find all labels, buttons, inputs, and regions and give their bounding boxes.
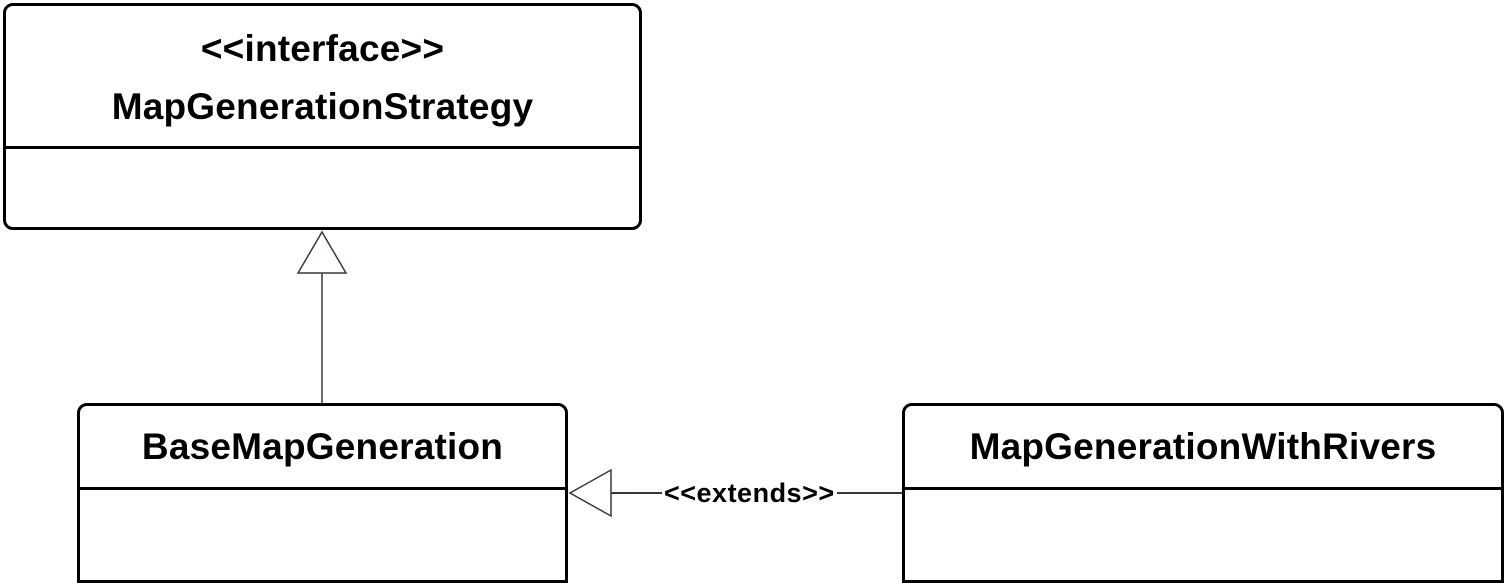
class-header: BaseMapGeneration xyxy=(80,406,565,490)
realization-arrowhead-icon xyxy=(296,230,348,274)
class-header: MapGenerationWithRivers xyxy=(905,406,1501,490)
extends-arrowhead-icon xyxy=(568,468,612,518)
class-name: BaseMapGeneration xyxy=(141,425,504,467)
class-members-compartment xyxy=(905,490,1501,580)
class-name: MapGenerationStrategy xyxy=(111,86,534,127)
class-members-compartment xyxy=(6,149,639,227)
class-name: MapGenerationWithRivers xyxy=(969,425,1437,467)
class-members-compartment xyxy=(80,490,565,580)
extends-label: <<extends>> xyxy=(662,473,837,513)
class-stereotype: <<interface>> xyxy=(200,28,445,69)
class-box-mapgenerationwithrivers[interactable]: MapGenerationWithRivers xyxy=(902,403,1504,583)
class-header: <<interface>> MapGenerationStrategy xyxy=(6,6,639,149)
class-box-basemapgeneration[interactable]: BaseMapGeneration xyxy=(77,403,568,583)
class-box-mapgenerationstrategy[interactable]: <<interface>> MapGenerationStrategy xyxy=(3,3,642,230)
